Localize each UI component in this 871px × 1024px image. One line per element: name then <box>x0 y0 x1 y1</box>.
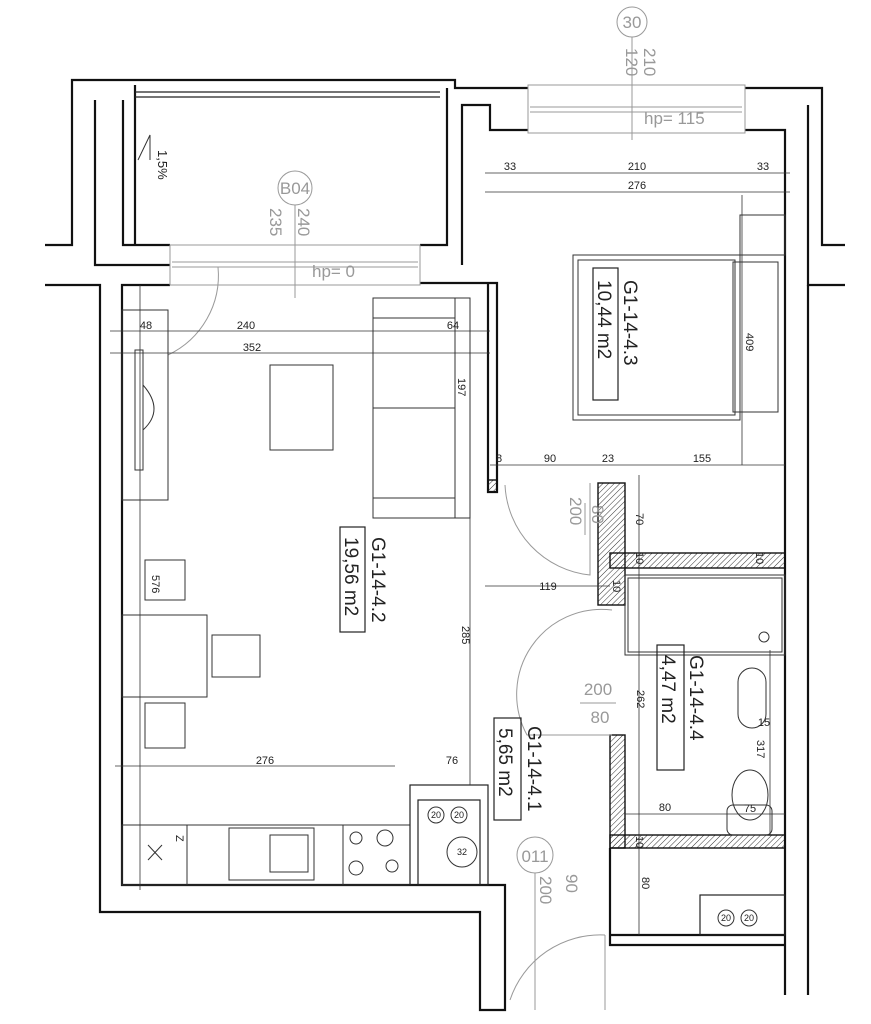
room-label-hall: G1-14-4.1 5,65 m2 <box>493 717 544 821</box>
washbasin <box>737 667 767 729</box>
dim-label: 155 <box>693 453 711 465</box>
dim-label: 80 <box>639 877 651 889</box>
dim-label: 75 <box>744 803 756 815</box>
dim-label: 276 <box>256 755 274 767</box>
room-label-bedroom: G1-14-4.3 10,44 m2 <box>592 267 640 401</box>
dim-label: 409 <box>743 333 755 351</box>
room-code: G1-14-4.2 <box>367 537 388 623</box>
dim-label: 64 <box>447 320 459 332</box>
window-height: 210 <box>640 48 659 76</box>
dimension-lines <box>110 172 790 935</box>
dim-label: 352 <box>243 342 261 354</box>
balcony-slope: 1,5% <box>137 134 170 180</box>
window-sill: hp= 115 <box>644 109 705 128</box>
exterior-walls <box>45 78 845 1012</box>
door-height: 240 <box>294 208 313 236</box>
interior-doors: 80 200 200 80 011 90 200 <box>504 483 616 1010</box>
room-code: G1-14-4.1 <box>523 726 544 812</box>
dim-label: 240 <box>237 320 255 332</box>
dim-label: 10 <box>633 552 645 564</box>
kitchen-counter <box>121 824 411 886</box>
room-code: G1-14-4.4 <box>685 655 706 741</box>
vent-label: 20 <box>744 913 754 923</box>
dim-label: 119 <box>539 581 557 593</box>
dim-label: 262 <box>634 690 646 708</box>
dim-label: 23 <box>602 453 614 465</box>
dim-label: 317 <box>754 740 766 758</box>
dim-label: 80 <box>659 802 671 814</box>
door-height: 200 <box>536 876 555 904</box>
dim-label: 33 <box>757 161 769 173</box>
vent-label: 20 <box>454 810 464 820</box>
room-label-living: G1-14-4.2 19,56 m2 <box>339 526 388 633</box>
slope-label: 1,5% <box>155 150 170 180</box>
room-area: 5,65 m2 <box>494 728 515 797</box>
vent-label: 20 <box>721 913 731 923</box>
coffee-table <box>269 364 334 451</box>
dim-label: 76 <box>446 755 458 767</box>
window-30: 30 210 120 hp= 115 <box>527 6 746 140</box>
dim-label: 8 <box>496 453 502 465</box>
door-width: 80 <box>588 505 607 524</box>
dim-label: 576 <box>149 575 161 593</box>
tv-cabinet <box>121 309 169 501</box>
bed <box>572 254 741 421</box>
window-tag: 30 <box>623 13 642 32</box>
door-width: 80 <box>591 708 610 727</box>
dim-label: 10 <box>753 552 765 564</box>
sink <box>228 827 315 881</box>
door-B04: B04 240 235 hp= 0 <box>167 170 421 356</box>
room-area: 19,56 m2 <box>340 537 361 616</box>
toilet <box>731 769 769 821</box>
dim-label: 276 <box>628 180 646 192</box>
dim-label: 90 <box>544 453 556 465</box>
dim-label: 48 <box>140 320 152 332</box>
door-tag: 011 <box>521 847 548 866</box>
dining-table <box>121 614 208 698</box>
door-width: 90 <box>562 874 581 893</box>
door-height: 200 <box>566 497 585 525</box>
flue-label: 32 <box>457 847 467 857</box>
room-label-bathroom: G1-14-4.4 4,47 m2 <box>656 644 706 771</box>
dim-label: 197 <box>455 378 467 396</box>
room-area: 10,44 m2 <box>593 280 614 359</box>
door-sill: hp= 0 <box>312 262 355 281</box>
door-tag: B04 <box>280 179 310 198</box>
dim-label: 70 <box>633 513 645 525</box>
dimension-labels: 33 210 33 276 48 240 64 352 409 197 8 90… <box>140 161 770 889</box>
furniture: Z 20 20 32 20 20 <box>121 214 786 936</box>
vent-label: 20 <box>431 810 441 820</box>
door-width: 235 <box>266 208 285 236</box>
fridge-label: Z <box>173 835 185 842</box>
dim-label: 10 <box>610 580 622 592</box>
dim-label: 15 <box>758 717 770 729</box>
room-code: G1-14-4.3 <box>619 280 640 366</box>
dim-label: 210 <box>628 161 646 173</box>
door-height: 200 <box>584 680 612 699</box>
dim-label: 285 <box>459 626 471 644</box>
room-area: 4,47 m2 <box>657 655 678 724</box>
dim-label: 10 <box>633 836 645 848</box>
bathtub <box>624 574 786 656</box>
window-width: 120 <box>622 48 641 76</box>
dim-label: 33 <box>504 161 516 173</box>
